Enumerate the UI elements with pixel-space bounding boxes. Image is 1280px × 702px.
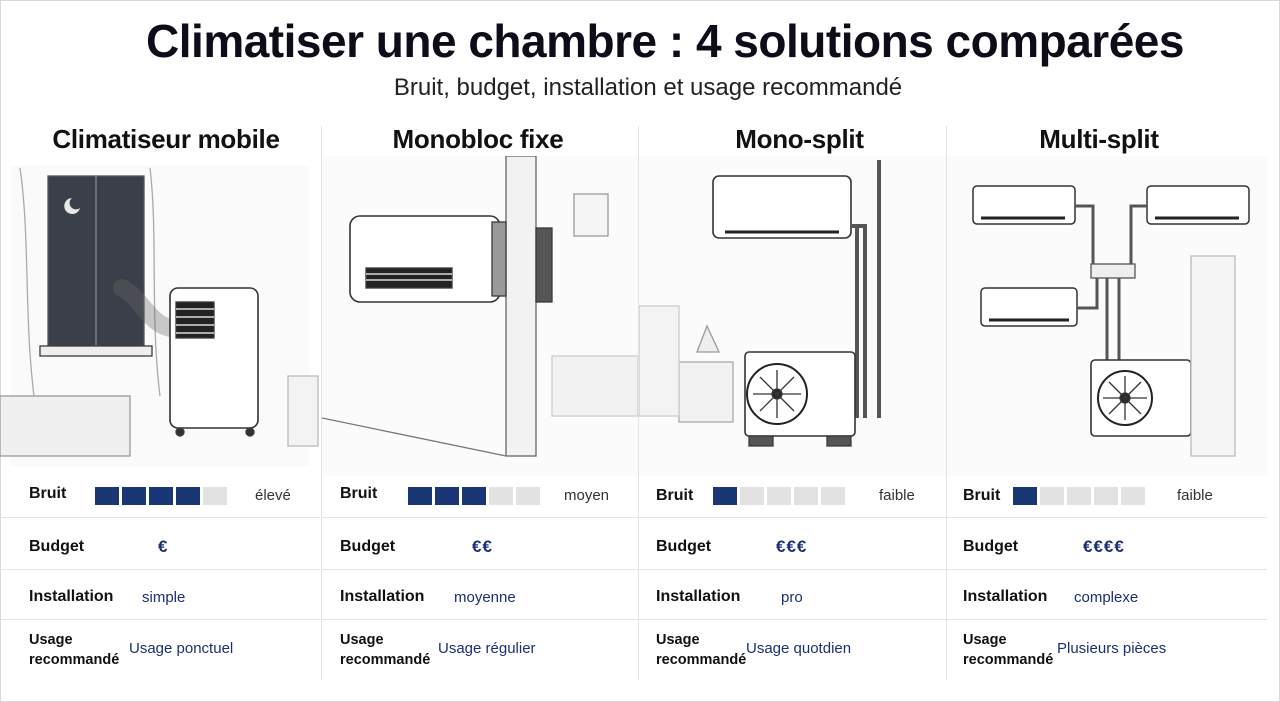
noise-row: Bruit moyen	[322, 473, 638, 518]
usage-row: Usage recommandé Usage régulier	[322, 620, 638, 680]
budget-value: €€€€	[1083, 537, 1125, 556]
budget-label: Budget	[29, 538, 85, 555]
noise-segment	[1121, 487, 1145, 505]
budget-label: Budget	[963, 538, 1019, 555]
budget-value: €€	[472, 537, 493, 556]
page-title: Climatiser une chambre : 4 solutions com…	[146, 15, 1184, 67]
install-label: Installation	[963, 588, 1048, 605]
usage-value: Usage quotdien	[746, 640, 852, 657]
usage-label-line: Usage	[963, 632, 1007, 648]
mono-split-icon	[639, 156, 946, 476]
usage-value: Usage ponctuel	[129, 640, 234, 657]
usage-row: Usage recommandé Plusieurs pièces	[947, 620, 1267, 680]
noise-segment	[794, 487, 818, 505]
install-label: Installation	[340, 588, 425, 605]
install-value: moyenne	[454, 589, 516, 606]
usage-row: Usage recommandé Usage ponctuel	[0, 620, 320, 680]
budget-value: €	[158, 537, 169, 556]
noise-segment	[462, 487, 486, 505]
column-divider	[946, 126, 947, 680]
budget-row: Budget €€€€	[947, 518, 1267, 570]
multi-split-icon	[947, 156, 1267, 476]
noise-row: Bruit faible	[947, 473, 1267, 518]
usage-value: Plusieurs pièces	[1057, 640, 1167, 657]
usage-label-line: recommandé	[340, 652, 431, 668]
solution-column-monobloc: Monobloc fixe Bruit moyen	[322, 118, 638, 688]
noise-segment	[149, 487, 173, 505]
noise-level-text: faible	[1177, 487, 1213, 504]
noise-row: Bruit élevé	[0, 473, 320, 518]
noise-segment	[176, 487, 200, 505]
noise-segment	[767, 487, 791, 505]
budget-row: Budget €€	[322, 518, 638, 570]
usage-label-line: recommandé	[963, 652, 1054, 668]
noise-segment	[408, 487, 432, 505]
noise-level-text: élevé	[255, 487, 291, 504]
usage-label: Usage recommandé	[340, 630, 430, 670]
noise-label: Bruit	[29, 485, 67, 502]
noise-meter	[1013, 487, 1145, 505]
usage-label-line: Usage	[340, 632, 384, 648]
install-value: simple	[142, 589, 186, 606]
noise-level-text: faible	[879, 487, 915, 504]
noise-segment	[1040, 487, 1064, 505]
noise-segment	[203, 487, 227, 505]
install-row: Installation simple	[0, 570, 320, 620]
budget-row: Budget €	[0, 518, 320, 570]
install-row: Installation pro	[639, 570, 946, 620]
install-label: Installation	[29, 588, 114, 605]
noise-segment	[1094, 487, 1118, 505]
budget-value: €€€	[776, 537, 808, 556]
solution-title: Monobloc fixe	[392, 124, 564, 154]
column-divider	[321, 126, 322, 680]
budget-label: Budget	[340, 538, 396, 555]
usage-label: Usage recommandé	[29, 630, 119, 670]
noise-segment	[1067, 487, 1091, 505]
usage-label-line: Usage	[29, 632, 73, 648]
budget-label: Budget	[656, 538, 712, 555]
install-label: Installation	[656, 588, 741, 605]
usage-value: Usage régulier	[438, 640, 536, 657]
noise-segment	[489, 487, 513, 505]
usage-row: Usage recommandé Usage quotdien	[639, 620, 946, 680]
noise-segment	[516, 487, 540, 505]
noise-segment	[740, 487, 764, 505]
usage-label: Usage recommandé	[656, 630, 746, 670]
usage-label-line: recommandé	[656, 652, 747, 668]
noise-segment	[821, 487, 845, 505]
noise-label: Bruit	[656, 487, 694, 504]
usage-label: Usage recommandé	[963, 630, 1053, 670]
solution-column-mono-split: Mono-split Bruit	[639, 118, 946, 688]
solution-column-multi-split: Multi-split Bruit	[947, 118, 1267, 688]
install-row: Installation complexe	[947, 570, 1267, 620]
page-subtitle: Bruit, budget, installation et usage rec…	[393, 74, 903, 101]
solution-title: Mono-split	[735, 124, 864, 154]
noise-level-text: moyen	[564, 487, 610, 504]
noise-row: Bruit faible	[639, 473, 946, 518]
noise-label: Bruit	[340, 485, 378, 502]
noise-label: Bruit	[963, 487, 1001, 504]
noise-meter	[95, 487, 227, 505]
install-value: pro	[781, 589, 803, 606]
noise-segment	[95, 487, 119, 505]
solution-column-portable: Climatiseur mobile Bruit	[0, 118, 320, 688]
budget-row: Budget €€€	[639, 518, 946, 570]
noise-meter	[408, 487, 540, 505]
install-value: complexe	[1074, 589, 1139, 606]
noise-meter	[713, 487, 845, 505]
wall-monobloc-icon	[322, 156, 638, 476]
usage-label-line: Usage	[656, 632, 700, 648]
solution-title: Climatiseur mobile	[52, 124, 280, 154]
solution-title: Multi-split	[1039, 124, 1159, 154]
install-row: Installation moyenne	[322, 570, 638, 620]
portable-ac-icon	[0, 156, 320, 476]
noise-segment	[435, 487, 459, 505]
noise-segment	[713, 487, 737, 505]
noise-segment	[122, 487, 146, 505]
usage-label-line: recommandé	[29, 652, 120, 668]
noise-segment	[1013, 487, 1037, 505]
